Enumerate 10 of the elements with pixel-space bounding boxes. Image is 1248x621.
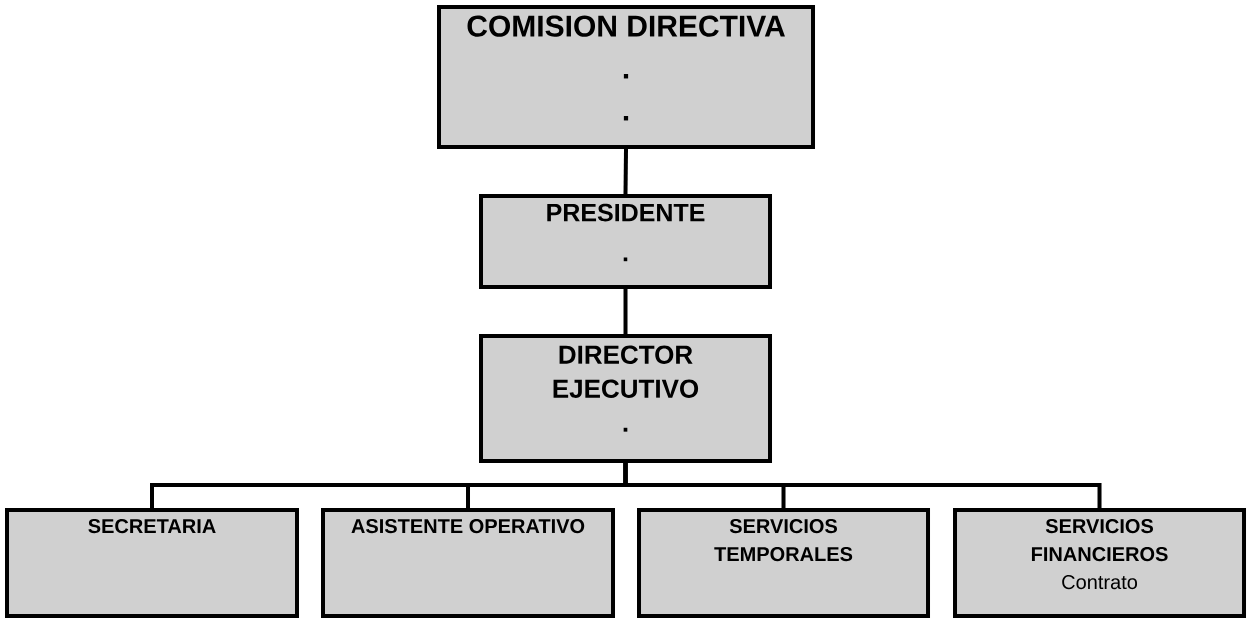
org-box: COMISION DIRECTIVA . . bbox=[437, 5, 815, 149]
org-box: ASISTENTE OPERATIVO bbox=[321, 508, 615, 618]
connector-line bbox=[623, 463, 1102, 508]
org-box: PRESIDENTE . bbox=[479, 194, 772, 289]
connector-line bbox=[623, 148, 628, 195]
org-box: SERVICIOS TEMPORALES bbox=[637, 508, 930, 618]
org-box: SERVICIOS FINANCIEROS Contrato bbox=[953, 508, 1246, 618]
org-box: DIRECTOR EJECUTIVO . bbox=[479, 334, 772, 463]
connector-line bbox=[623, 289, 628, 334]
org-box: SECRETARIA bbox=[5, 508, 299, 618]
